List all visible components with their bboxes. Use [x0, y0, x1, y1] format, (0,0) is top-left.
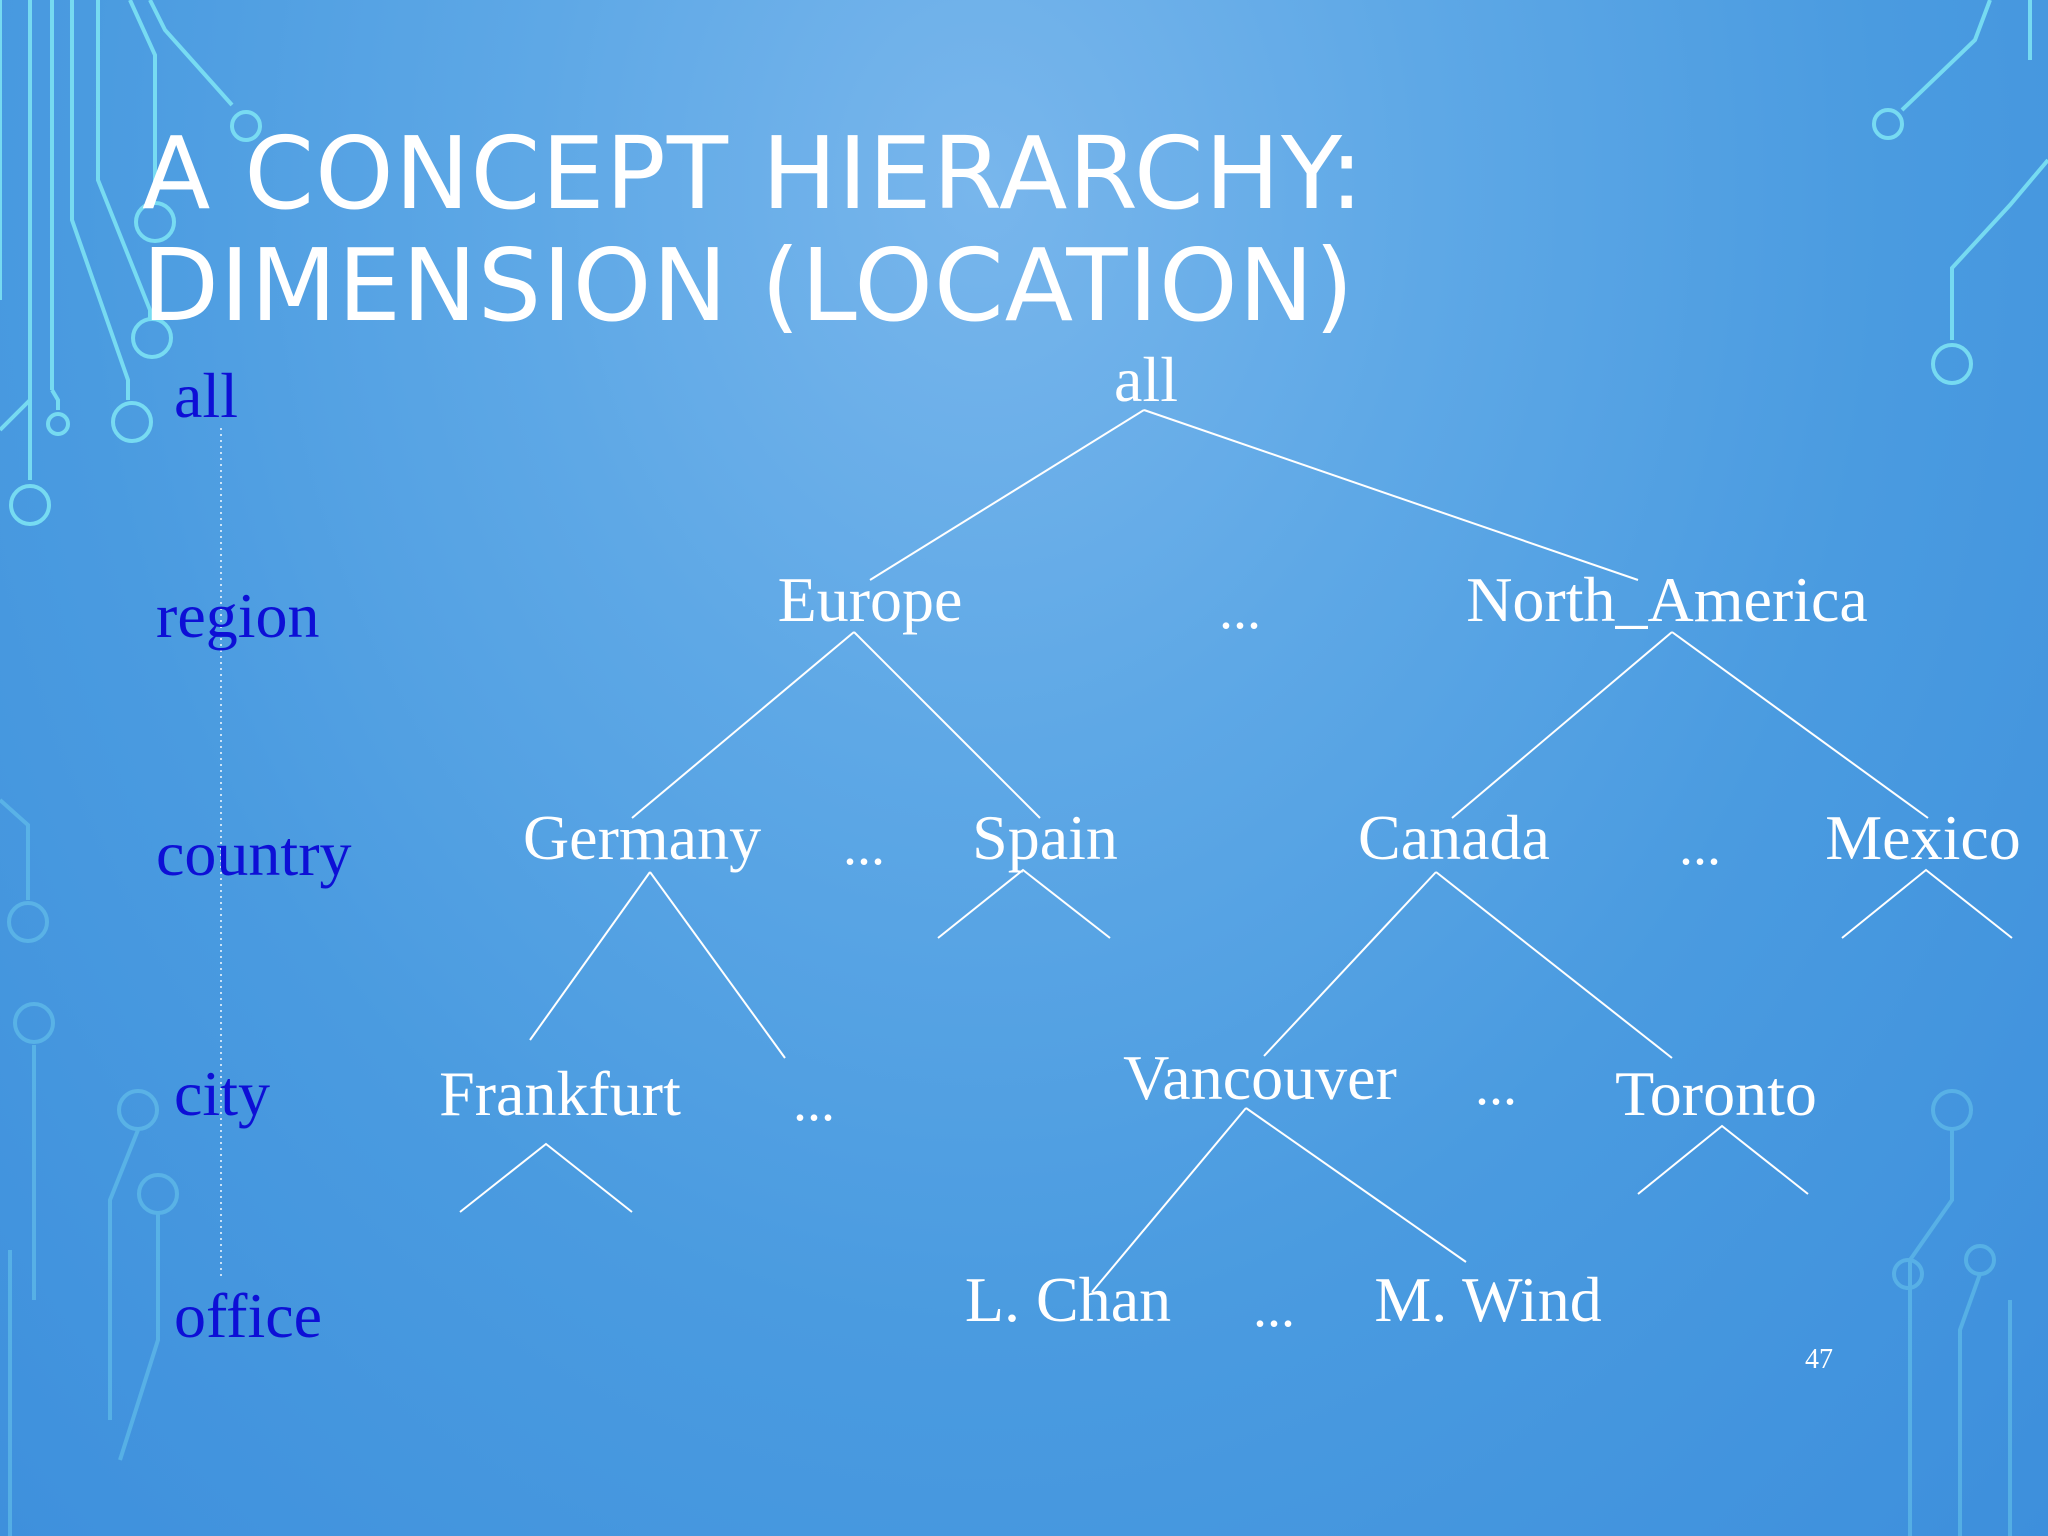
title-line-1: A CONCEPT HIERARCHY:	[142, 115, 1365, 232]
ellipsis-country-2: ...	[1679, 815, 1721, 877]
node-mexico: Mexico	[1825, 802, 2021, 873]
ellipsis-office: ...	[1253, 1277, 1295, 1339]
edge-na-canada	[1451, 631, 1673, 819]
edge-all-europe	[869, 409, 1145, 581]
edge-canada-toronto	[1435, 871, 1673, 1059]
node-canada: Canada	[1358, 802, 1550, 873]
level-label-all: all	[174, 360, 238, 431]
node-l-chan: L. Chan	[964, 1264, 1172, 1335]
edge-na-mexico	[1671, 631, 1929, 819]
node-all: all	[1114, 344, 1178, 415]
node-europe: Europe	[777, 564, 963, 635]
node-germany: Germany	[522, 802, 762, 873]
node-toronto: Toronto	[1615, 1058, 1817, 1129]
tree-edges	[459, 409, 2013, 1293]
node-vancouver: Vancouver	[1123, 1042, 1397, 1113]
edge-all-north-america	[1143, 409, 1639, 581]
edge-europe-germany	[631, 631, 855, 819]
edge-vancouver-lchan	[1091, 1107, 1247, 1293]
node-north-america: North_America	[1466, 564, 1868, 635]
level-label-country: country	[156, 818, 352, 889]
edge-frankfurt-stub	[459, 1142, 633, 1213]
level-label-region: region	[156, 580, 320, 651]
slide-title: A CONCEPT HIERARCHY: DIMENSION (LOCATION…	[142, 118, 1364, 342]
level-label-city: city	[174, 1058, 270, 1129]
edge-spain-stub	[937, 868, 1111, 939]
edge-mexico-stub	[1841, 868, 2013, 939]
ellipsis-country-1: ...	[843, 815, 885, 877]
edge-vancouver-mwind	[1245, 1107, 1467, 1263]
node-spain: Spain	[972, 802, 1118, 873]
title-line-2: DIMENSION (LOCATION)	[142, 227, 1355, 344]
level-label-office: office	[174, 1280, 323, 1351]
page-number: 47	[1805, 1344, 1833, 1375]
ellipsis-region: ...	[1219, 579, 1261, 641]
node-m-wind: M. Wind	[1374, 1264, 1602, 1335]
edge-germany-other	[649, 871, 786, 1059]
node-frankfurt: Frankfurt	[439, 1058, 681, 1129]
ellipsis-city-2: ...	[1475, 1055, 1517, 1117]
edge-canada-vancouver	[1263, 871, 1437, 1057]
ellipsis-city-1: ...	[793, 1071, 835, 1133]
edge-toronto-stub	[1637, 1124, 1809, 1195]
edge-germany-frankfurt	[529, 871, 651, 1041]
edge-europe-spain	[853, 631, 1041, 819]
